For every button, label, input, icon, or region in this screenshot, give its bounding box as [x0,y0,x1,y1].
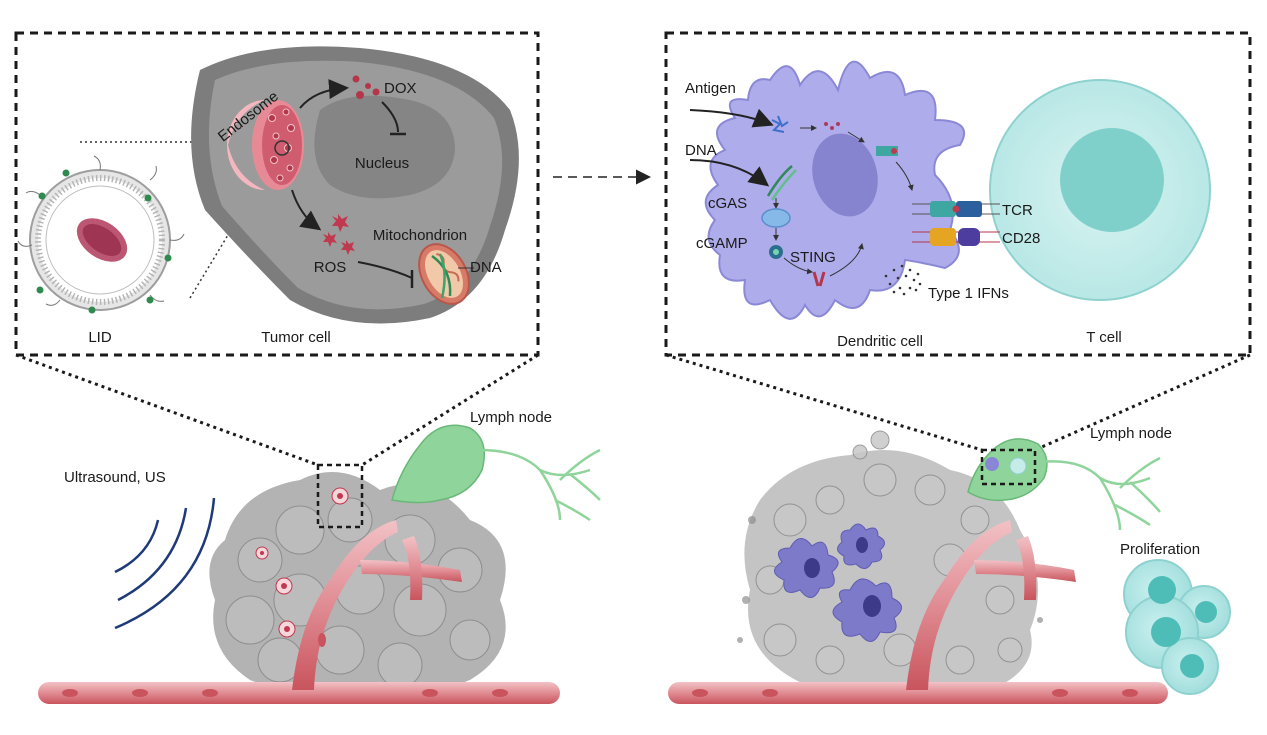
processed-peptides [824,122,840,130]
dendritic-nucleus [812,133,878,217]
dna-helix [766,165,797,201]
lid-particles-in-tumor [255,487,349,638]
tumor-mass [209,472,506,694]
arrow-to-dox [299,79,349,109]
inhibit-dox-nucleus [381,101,399,133]
bottom-right-scene: Lymph node Proliferation [668,425,1231,704]
ifn-label: Type 1 IFNs [928,285,1009,302]
cd28-pair [912,228,1000,246]
t-cell-label: T cell [1086,329,1122,346]
lymph-node-right-label: Lymph node [1090,425,1172,442]
lid-label: LID [88,329,112,346]
ultrasound-label: Ultrasound, US [64,469,166,486]
ifn-dots [884,264,922,296]
dna-label: DNA [685,142,717,159]
bottom-left-scene: Ultrasound, US [38,409,601,704]
sting-protein [812,271,826,287]
surface-ligands [36,169,172,314]
mitochondrion-label: Mitochondrion [373,227,467,244]
lid-nanoparticle [17,155,185,314]
ultrasound-waves [114,497,216,630]
inhibit-ros-mito [357,261,413,279]
cgamp-molecule [769,245,783,259]
blood-vessels-right [668,520,1168,704]
antigen-label: Antigen [685,80,736,97]
blood-vessels-left [38,520,560,704]
left-inset-panel: LID Nucleus Endosome [14,31,540,357]
fragmented-tumor [737,430,1043,699]
mhc-vesicle [876,146,898,156]
zoom-guides [15,353,1251,467]
nucleus [314,95,455,199]
lymph-node-left [391,424,601,522]
mito-dna-label: DNA [470,259,502,276]
tumor-cell-label: Tumor cell [261,329,330,346]
dendritic-nuclei [804,537,881,617]
t-cell-nucleus [1060,128,1164,232]
ros-particles [323,214,355,255]
sting-label: STING [790,249,836,266]
endosome [227,100,304,190]
cgas-label: cGAS [708,195,747,212]
ros-label: ROS [314,259,347,276]
lymph-node-left-label: Lymph node [470,409,552,426]
proliferation-label: Proliferation [1120,541,1200,558]
dox-label: DOX [384,80,417,97]
antigen-arrow [689,108,774,128]
tumor-zoom-box [316,463,364,529]
dna-arrow [689,159,770,187]
right-inset-panel: Antigen DNA cGAS cGAMP STING [664,31,1252,357]
dox-molecules [352,75,380,99]
tcr-mhc-pair [912,201,1000,217]
proliferating-t-cells [1123,559,1231,695]
arrow-to-ros [291,189,322,231]
mitochondrion [418,243,470,305]
tcr-label: TCR [1002,202,1033,219]
cd28-label: CD28 [1002,230,1040,247]
cgamp-label: cGAMP [696,235,748,252]
cgas-enzyme [761,208,791,228]
lymph-zoom-box [980,448,1037,486]
antigen-particle [771,115,789,133]
nucleus-label: Nucleus [355,155,409,172]
peg-chains [17,155,185,306]
dendritic-cell-label: Dendritic cell [837,333,923,350]
lid-in-endosome [274,140,290,156]
